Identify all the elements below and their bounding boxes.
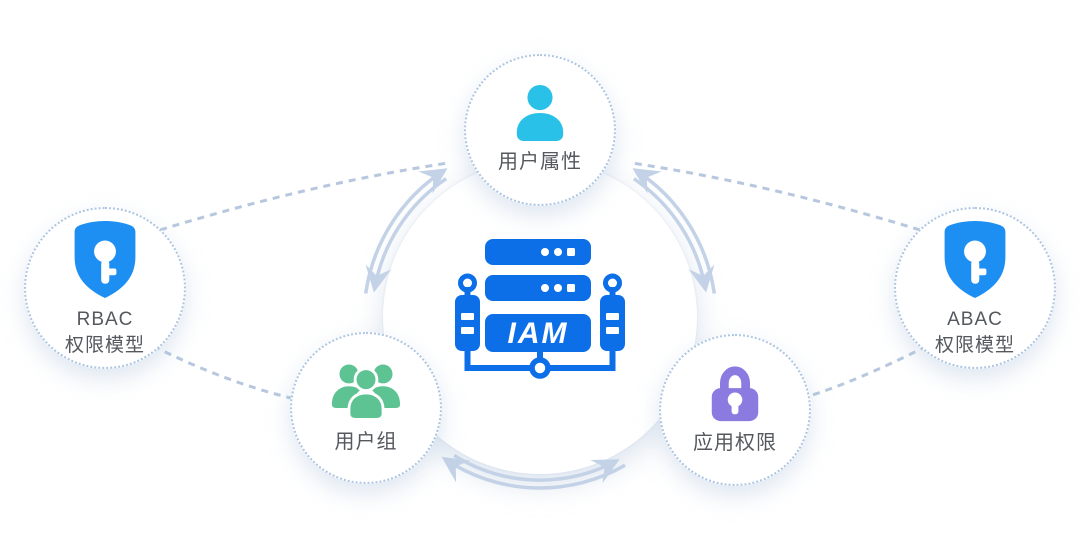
users-group-icon: [331, 364, 401, 421]
lock-icon: [711, 366, 759, 422]
app-permission-label: 应用权限: [693, 432, 777, 454]
shield-key-icon: [74, 220, 136, 298]
node-user-attribute: 用户属性: [464, 54, 616, 206]
rbac-label: RBAC 权限模型: [65, 307, 145, 358]
iam-label: IAM: [508, 317, 569, 350]
shield-key-icon: [944, 220, 1006, 298]
user-group-label: 用户组: [334, 431, 398, 453]
abac-label-line1: ABAC: [947, 308, 1003, 330]
dashed-link-rbac-top: [159, 161, 449, 232]
person-icon: [516, 84, 564, 142]
abac-label: ABAC 权限模型: [935, 307, 1015, 358]
rbac-label-line2: 权限模型: [64, 334, 145, 356]
dashed-link-rbac-group: [152, 344, 292, 400]
rbac-label-line1: RBAC: [76, 308, 134, 330]
node-rbac: RBAC 权限模型: [24, 207, 186, 369]
dashed-link-abac-app: [808, 344, 928, 398]
node-user-group: 用户组: [290, 332, 442, 484]
user-attribute-label: 用户属性: [498, 151, 582, 173]
iam-server-node: IAM: [452, 237, 628, 387]
node-abac: ABAC 权限模型: [894, 207, 1056, 369]
node-app-permission: 应用权限: [659, 334, 811, 486]
abac-label-line2: 权限模型: [934, 334, 1015, 356]
server-iam-icon: IAM: [455, 239, 625, 379]
dashed-link-abac-top: [631, 161, 921, 232]
